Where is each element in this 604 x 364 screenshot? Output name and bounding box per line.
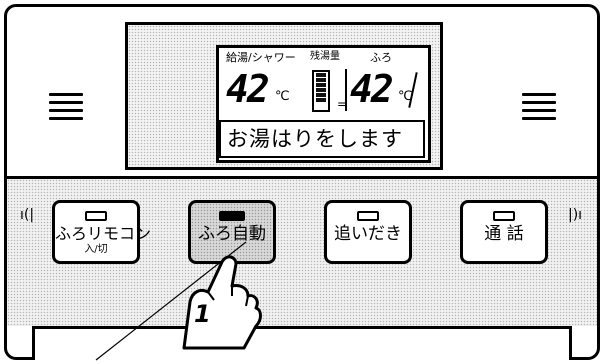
status-message: お湯はりをします bbox=[219, 120, 425, 158]
bath-remote-lamp-icon bbox=[85, 211, 107, 221]
intercom-label: 通 話 bbox=[484, 224, 524, 244]
reheat-button[interactable]: 追いだき bbox=[324, 200, 412, 264]
reheat-label: 追いだき bbox=[334, 224, 402, 244]
intercom-button[interactable]: 通 話 bbox=[460, 200, 548, 264]
hand-outline bbox=[182, 255, 262, 350]
supply-temp-unit: ℃ bbox=[275, 89, 290, 104]
reheat-lamp-icon bbox=[357, 211, 379, 221]
bath-remote-sublabel: 入/切 bbox=[84, 244, 108, 255]
bath-remote-power-button[interactable]: ふろリモコン 入/切 bbox=[52, 200, 152, 264]
bath-temp-bracket bbox=[345, 69, 421, 111]
band-divider bbox=[7, 176, 597, 179]
left-speaker-grille-icon bbox=[49, 93, 83, 121]
step-number: 1 bbox=[194, 300, 211, 328]
supply-temp-label: 給湯/シャワー bbox=[226, 51, 296, 64]
bath-temp-label: ふろ bbox=[370, 51, 392, 64]
remaining-hot-water-label: 残湯量 bbox=[310, 51, 340, 62]
equals-mark: = bbox=[337, 97, 348, 111]
left-sound-wave-icon: ı(| bbox=[20, 207, 35, 223]
right-speaker-grille-icon bbox=[522, 93, 556, 121]
right-sound-wave-icon: |)ı bbox=[568, 207, 583, 223]
auto-bath-label: ふろ自動 bbox=[198, 224, 266, 244]
bath-remote-label: ふろリモコン bbox=[55, 224, 152, 243]
bath-temp-value: 42 bbox=[350, 67, 394, 111]
intercom-lamp-icon bbox=[493, 211, 515, 221]
auto-bath-lamp-icon bbox=[219, 211, 245, 221]
bottom-cover bbox=[32, 326, 572, 360]
remaining-hot-water-meter bbox=[312, 70, 330, 112]
supply-temp-value: 42 bbox=[226, 67, 270, 111]
